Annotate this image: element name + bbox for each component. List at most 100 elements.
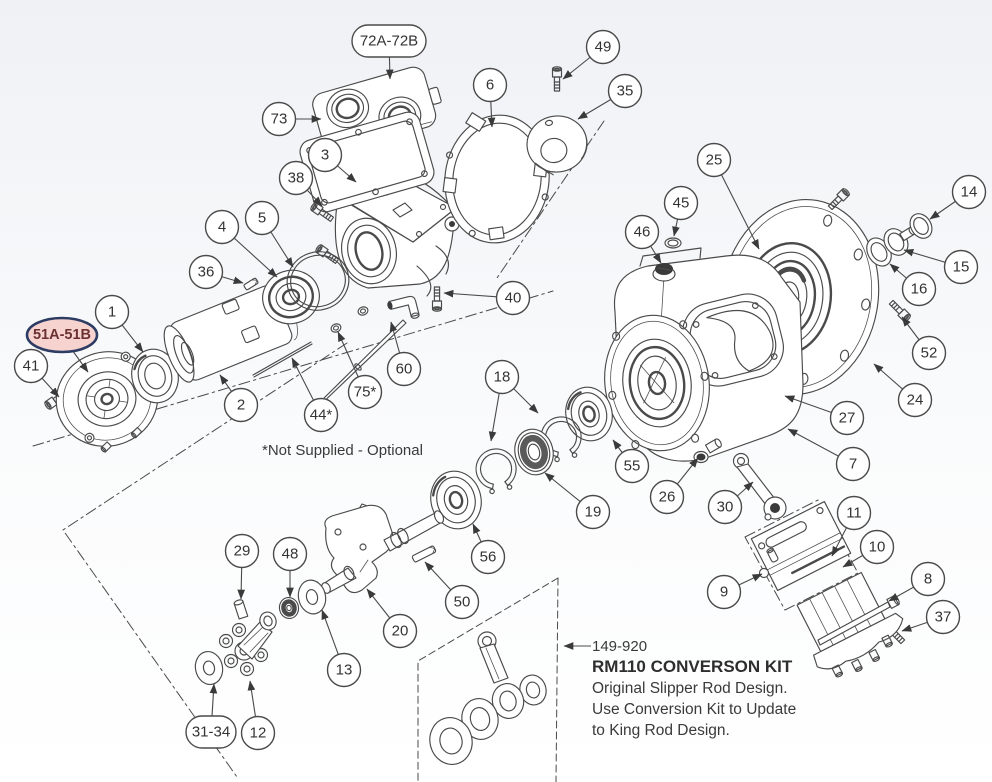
part-pin-29 bbox=[233, 599, 249, 620]
callout-shape-41 bbox=[13, 348, 49, 384]
callout-40: 40 bbox=[495, 280, 531, 316]
highlight-label: 51A-51B bbox=[33, 327, 91, 343]
callout-label-44*: 44* bbox=[310, 407, 333, 424]
callout-49: 49 bbox=[585, 29, 621, 65]
callout-shape-60 bbox=[386, 351, 422, 387]
callout-label-73: 73 bbox=[271, 111, 288, 128]
callout-shape-48 bbox=[272, 536, 308, 572]
callout-label-35: 35 bbox=[617, 83, 634, 100]
part-elbow-60 bbox=[387, 295, 420, 319]
callout-18: 18 bbox=[484, 359, 520, 395]
callout-9: 9 bbox=[706, 574, 742, 610]
callout-label-6: 6 bbox=[486, 77, 494, 94]
highlight-callout: 51A-51B bbox=[25, 316, 99, 373]
callout-shape-35 bbox=[607, 73, 643, 109]
kit-line-2: Use Conversion Kit to Update bbox=[592, 701, 796, 718]
callout-label-13: 13 bbox=[336, 662, 353, 679]
callout-label-41: 41 bbox=[23, 358, 40, 375]
callout-45: 45 bbox=[663, 185, 699, 221]
callout-shape-27 bbox=[829, 400, 865, 436]
callout-shape-56 bbox=[470, 539, 506, 575]
callout-37: 37 bbox=[925, 599, 961, 635]
callout-30: 30 bbox=[707, 489, 743, 525]
callout-label-3: 3 bbox=[321, 147, 329, 164]
callout-label-4: 4 bbox=[218, 219, 226, 236]
callout-label-10: 10 bbox=[869, 539, 886, 556]
callout-shape-75* bbox=[347, 374, 383, 410]
callout-shape-14 bbox=[951, 174, 987, 210]
callout-label-15: 15 bbox=[953, 259, 970, 276]
callout-52: 52 bbox=[911, 335, 947, 371]
callout-50: 50 bbox=[444, 584, 480, 620]
highlight-oval bbox=[25, 316, 99, 354]
part-seal-48 bbox=[278, 596, 300, 620]
callout-label-14: 14 bbox=[961, 184, 978, 201]
callout-shape-72A-72B bbox=[351, 24, 427, 58]
callout-10: 10 bbox=[859, 529, 895, 565]
callout-shape-1 bbox=[94, 294, 130, 330]
part-valve-plate-assembly bbox=[744, 499, 904, 679]
callout-label-60: 60 bbox=[396, 361, 413, 378]
callout-label-50: 50 bbox=[454, 594, 471, 611]
callout-shape-55 bbox=[614, 448, 650, 484]
callout-label-8: 8 bbox=[924, 571, 932, 588]
callout-label-55: 55 bbox=[624, 458, 641, 475]
callout-15: 15 bbox=[943, 249, 979, 285]
callout-73: 73 bbox=[261, 101, 297, 137]
callout-shape-4 bbox=[204, 209, 240, 245]
callout-44*: 44* bbox=[303, 397, 339, 433]
callout-shape-29 bbox=[224, 533, 260, 569]
callout-shape-19 bbox=[575, 494, 611, 530]
callout-38: 38 bbox=[278, 160, 314, 196]
callout-label-25: 25 bbox=[706, 152, 723, 169]
callout-11: 11 bbox=[836, 495, 872, 531]
part-washer-13 bbox=[297, 579, 327, 615]
callout-75*: 75* bbox=[347, 374, 383, 410]
callout-shape-52 bbox=[911, 335, 947, 371]
callout-46: 46 bbox=[624, 214, 660, 250]
callout-label-19: 19 bbox=[585, 504, 602, 521]
callout-label-40: 40 bbox=[505, 290, 522, 307]
callout-shape-13 bbox=[326, 652, 362, 688]
callout-8: 8 bbox=[910, 561, 946, 597]
callout-label-1: 1 bbox=[108, 304, 116, 321]
callout-shape-9 bbox=[706, 574, 742, 610]
callout-label-48: 48 bbox=[282, 546, 299, 563]
callout-shape-5 bbox=[244, 200, 280, 236]
callout-shape-40 bbox=[495, 280, 531, 316]
callout-14: 14 bbox=[951, 174, 987, 210]
callout-41: 41 bbox=[13, 348, 49, 384]
callout-shape-24 bbox=[897, 382, 933, 418]
part-crankshaft bbox=[321, 503, 445, 594]
callout-12: 12 bbox=[240, 715, 276, 751]
part-seal-kit bbox=[866, 213, 933, 267]
callout-shape-44* bbox=[303, 397, 339, 433]
callout-shape-49 bbox=[585, 29, 621, 65]
callout-shape-50 bbox=[444, 584, 480, 620]
callout-5: 5 bbox=[244, 200, 280, 236]
kit-line-1: Original Slipper Rod Design. bbox=[592, 680, 788, 697]
callout-label-20: 20 bbox=[392, 623, 409, 640]
callout-16: 16 bbox=[901, 271, 937, 307]
callout-label-31-34: 31-34 bbox=[192, 724, 230, 741]
callout-label-56: 56 bbox=[480, 549, 497, 566]
kit-line-3: to King Rod Design. bbox=[592, 722, 730, 739]
callout-2: 2 bbox=[223, 387, 259, 423]
part-kit-rod-inset bbox=[429, 631, 547, 765]
callout-label-11: 11 bbox=[846, 505, 862, 522]
callout-shape-31-34 bbox=[185, 715, 237, 749]
callout-shape-30 bbox=[707, 489, 743, 525]
part-key-36 bbox=[243, 277, 259, 291]
callout-label-5: 5 bbox=[258, 210, 266, 227]
part-bearing-56 bbox=[430, 470, 482, 530]
callout-shape-36 bbox=[188, 254, 224, 290]
callout-72A-72B: 72A-72B bbox=[351, 24, 427, 58]
part-shaft-clamp bbox=[526, 115, 588, 176]
callout-1: 1 bbox=[94, 294, 130, 330]
callout-36: 36 bbox=[188, 254, 224, 290]
callout-31-34: 31-34 bbox=[185, 715, 237, 749]
callout-label-75*: 75* bbox=[354, 384, 377, 401]
callout-19: 19 bbox=[575, 494, 611, 530]
callout-shape-38 bbox=[278, 160, 314, 196]
